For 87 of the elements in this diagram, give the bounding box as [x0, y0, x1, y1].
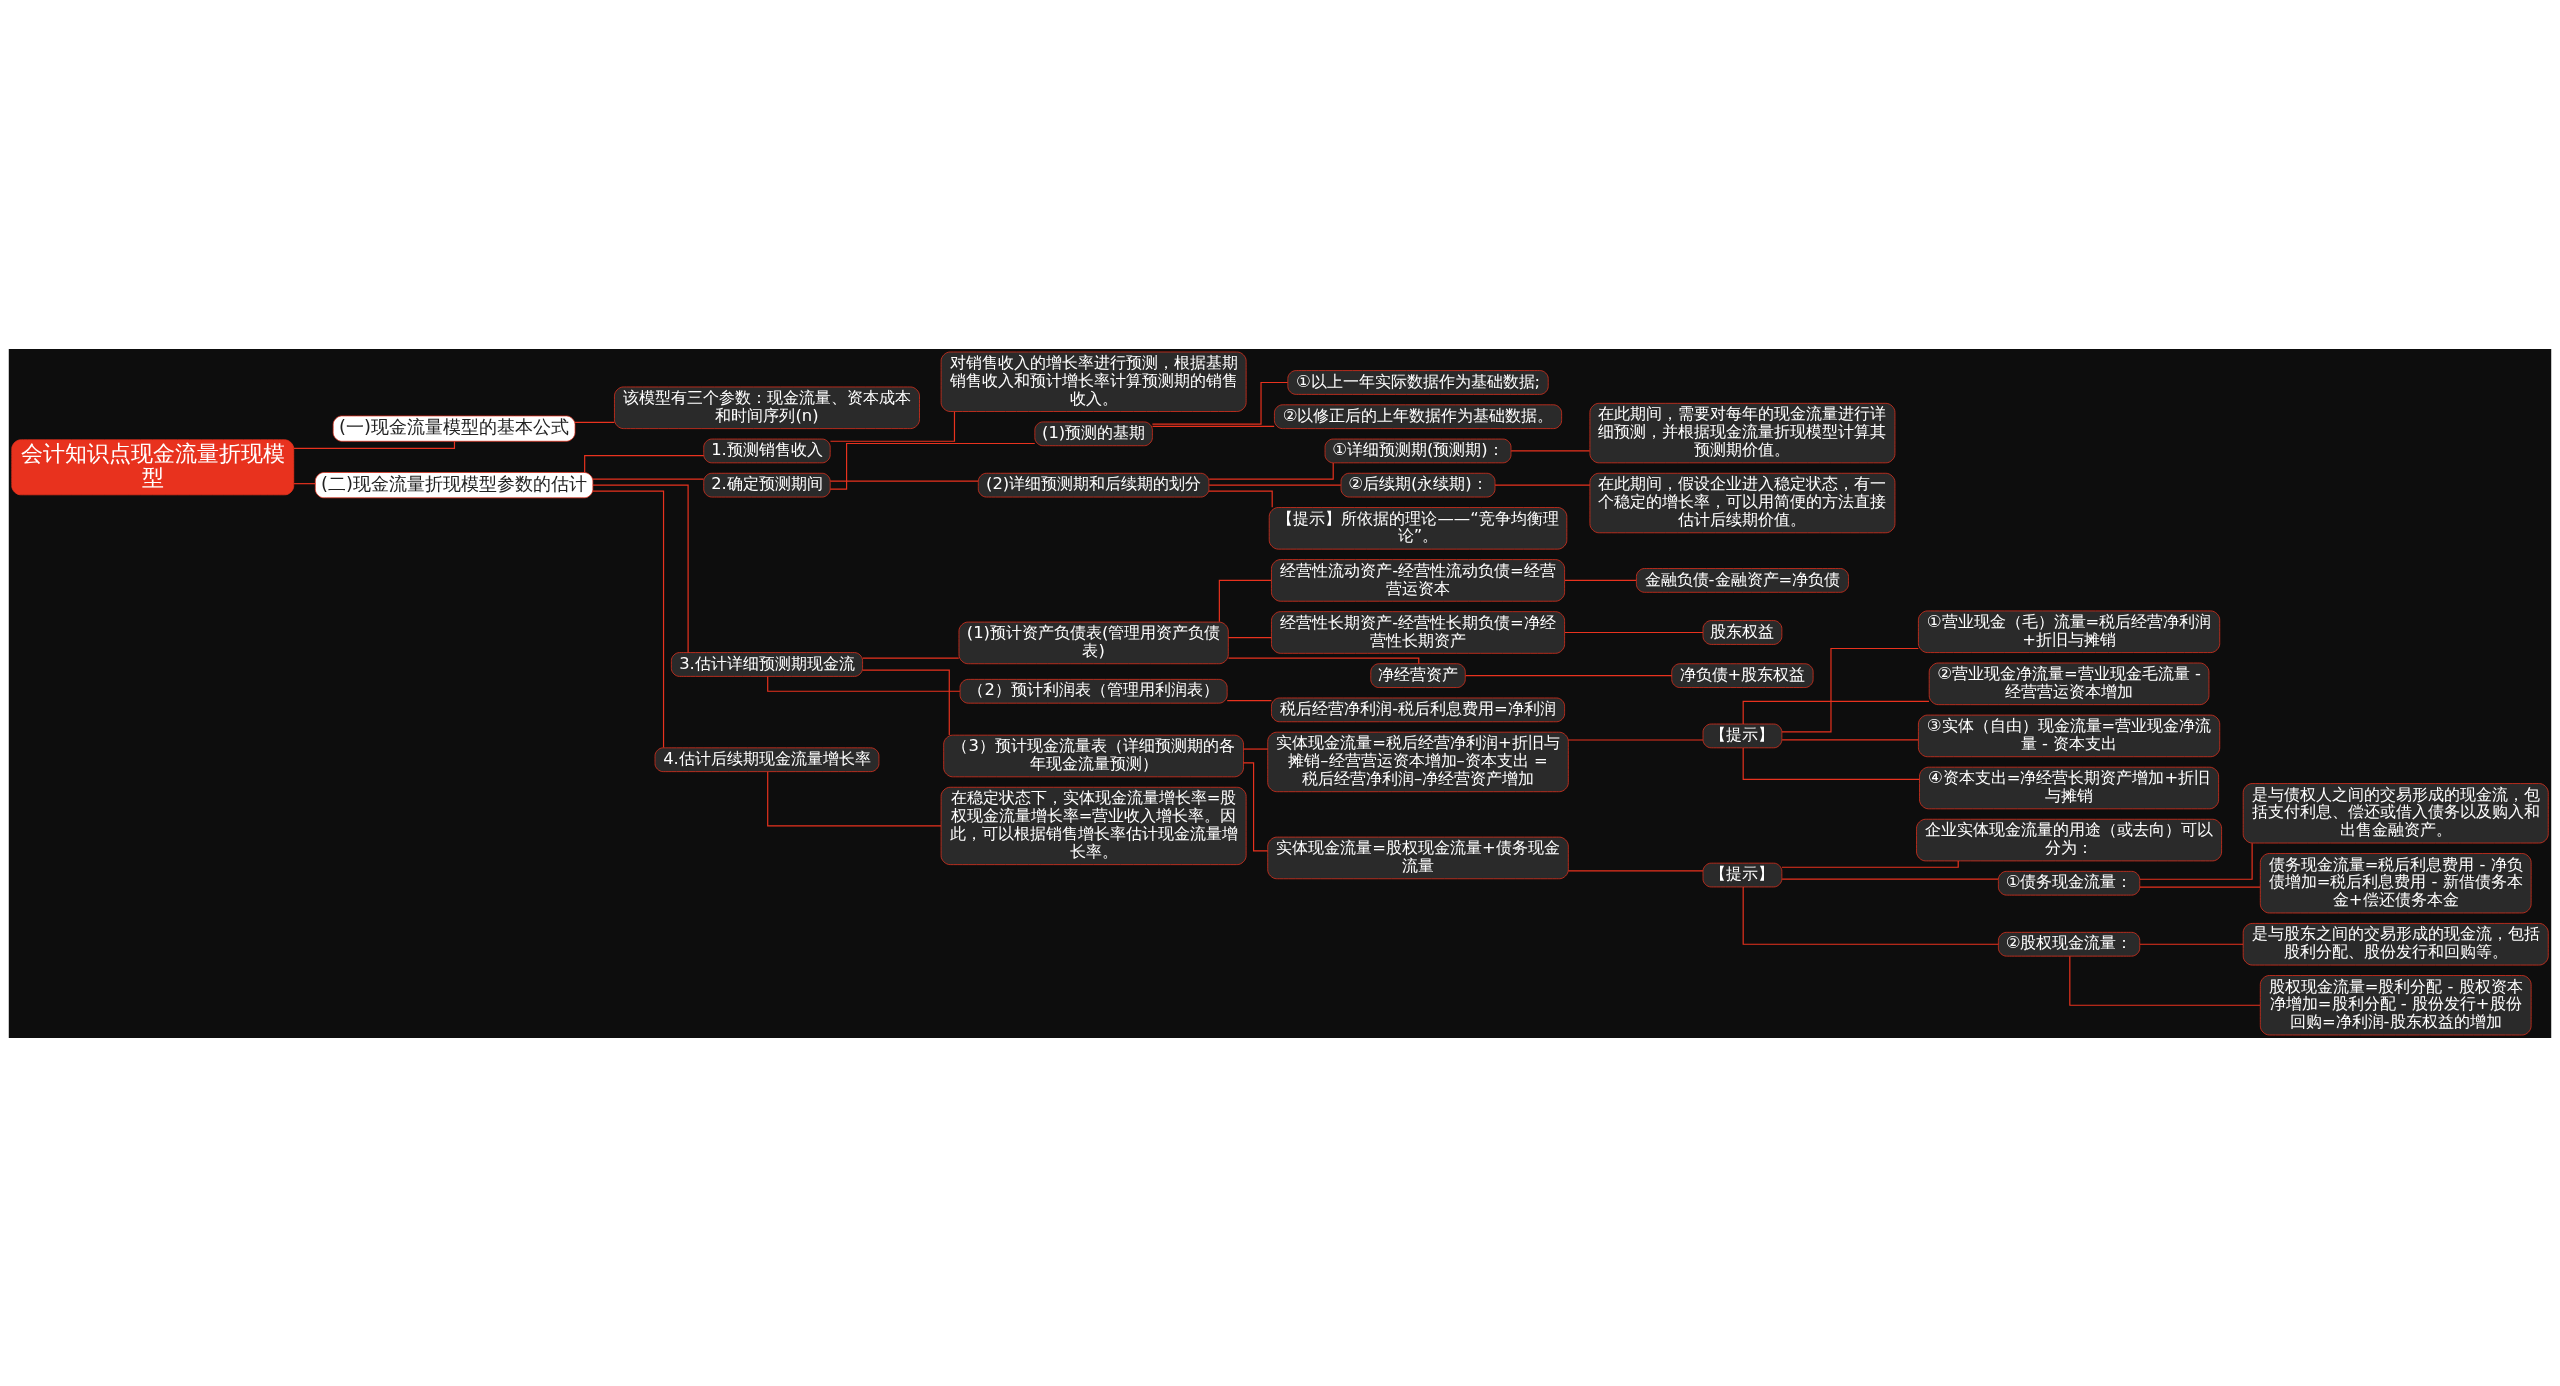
connector: [2139, 842, 2253, 880]
node-box: 实体现金流量=股权现金流量+债务现金流量: [1267, 836, 1569, 879]
node-box: 净负债+股东权益: [1671, 662, 1814, 688]
node-box: 2.确定预测期间: [703, 472, 831, 497]
node-box: （3）预计现金流量表（详细预测期的各年现金流量预测）: [943, 734, 1244, 777]
node-box: 净经营资产: [1370, 662, 1466, 688]
connector: [1208, 462, 1334, 480]
node-box: 对销售收入的增长率进行预测，根据基期销售收入和预计增长率计算预测期的销售收入。: [940, 351, 1247, 412]
node-box: ②以修正后的上年数据作为基础数据。: [1274, 403, 1562, 429]
node-box: （2）预计利润表（管理用利润表）: [959, 678, 1228, 704]
node-box: ④资本支出=净经营长期资产增加+折旧与摊销: [1919, 766, 2219, 809]
connector: [1781, 878, 1999, 880]
node-box: 经营性流动资产-经营性流动负债=经营营运资本: [1271, 558, 1565, 602]
node-box: 是与股东之间的交易形成的现金流，包括股利分配、股份发行和回购等。: [2242, 922, 2549, 965]
node-box: (一)现金流量模型的基本公式: [332, 415, 576, 442]
node-box: 会计知识点现金流量折现模型: [11, 438, 295, 495]
connector: [1742, 886, 1999, 945]
connector: [1742, 700, 1930, 725]
connector: [592, 484, 689, 653]
node-box: 【提示】: [1702, 723, 1783, 748]
node-box: 债务现金流量=税后利息费用 - 净负债增加=税后利息费用 - 新借债务本金+偿还债务本金: [2259, 852, 2532, 913]
connector: [1227, 657, 1420, 664]
connector: [1781, 647, 1919, 733]
node-box: 【提示】: [1702, 862, 1783, 887]
connector: [2139, 943, 2244, 945]
node-box: 股权现金流量=股利分配 - 股权资本净增加=股利分配 - 股份发行+股份回购=净利润-股东权益的增加: [2259, 974, 2532, 1035]
connector: [1227, 636, 1272, 638]
connector: [1742, 746, 1921, 780]
connector: [829, 410, 956, 442]
node-box: ①债务现金流量：: [1998, 870, 2141, 895]
connector: [1243, 761, 1269, 851]
node-box: ②营业现金净流量=营业现金毛流量 - 经营营运资本增加: [1928, 662, 2210, 705]
node-box: 3.估计详细预测期现金流: [671, 651, 863, 677]
node-box: 经营性长期资产-经营性长期负债=净经营性长期资产: [1271, 610, 1565, 654]
connector: [293, 440, 456, 449]
node-box: ①以上一年实际数据作为基础数据;: [1287, 369, 1549, 395]
connector: [592, 490, 665, 748]
connector: [829, 442, 1036, 490]
node-box: 4.估计后续期现金流量增长率: [654, 746, 880, 772]
connector: [1464, 674, 1673, 676]
node-box: ②股权现金流量：: [1998, 931, 2141, 956]
connector: [767, 770, 942, 827]
node-box: 该模型有三个参数：现金流量、资本成本和时间序列(n): [614, 386, 920, 429]
connector: [1567, 869, 1704, 872]
connector: [767, 675, 961, 692]
node-box: 税后经营净利润-税后利息费用=净利润: [1271, 697, 1565, 722]
node-box: 企业实体现金流量的用途（或去向）可以分为：: [1916, 818, 2222, 861]
node-box: 1.预测销售收入: [703, 438, 831, 463]
connector: [592, 478, 705, 480]
connector: [1781, 738, 1919, 740]
node-box: 在稳定状态下，实体现金流量增长率=股权现金流量增长率=营业收入增长率。因此，可以根据销售增长率估计现金流量增长率。: [940, 786, 1247, 865]
connector: [1243, 747, 1269, 750]
node-box: (1)预计资产负债表(管理用资产负债表): [958, 621, 1229, 664]
node-box: 在此期间，假设企业进入稳定状态，有一个稳定的增长率，可以用简便的方法直接估计后续期价值。: [1589, 472, 1896, 533]
connector: [2069, 955, 2261, 1006]
node-box: ①详细预测期(预测期)：: [1324, 438, 1512, 463]
connector: [1494, 484, 1591, 486]
connector: [584, 454, 705, 473]
node-box: 股东权益: [1702, 619, 1783, 645]
connector: [829, 480, 979, 482]
connector: [1226, 699, 1272, 701]
node-box: 是与债权人之间的交易形成的现金流，包括支付利息、偿还或借入债务以及购入和出售金融资产。: [2242, 782, 2549, 843]
node-box: ①营业现金（毛）流量=税后经营净利润+折旧与摊销: [1918, 610, 2221, 653]
connector: [1151, 381, 1289, 425]
node-box: (2)详细预测期和后续期的划分: [977, 472, 1210, 497]
connector: [1564, 631, 1704, 633]
connector: [1208, 484, 1342, 486]
node-box: 在此期间，需要对每年的现金流量进行详细预测，并根据现金流量折现模型计算其预测期价值。: [1589, 402, 1896, 463]
node-box: 实体现金流量=税后经营净利润+折旧与摊销–经营营运资本增加–资本支出 =税后经营净利润–净经营资产增加: [1267, 731, 1569, 792]
connector: [862, 668, 950, 736]
connector: [1567, 738, 1704, 741]
node-box: (1)预测的基期: [1034, 421, 1153, 446]
connector: [293, 482, 316, 484]
connector: [1208, 490, 1273, 508]
connector: [574, 421, 615, 423]
connector: [862, 657, 960, 659]
connector: [1510, 449, 1591, 452]
node-box: ③实体（自由）现金流量=营业现金净流量 - 资本支出: [1918, 714, 2221, 757]
connector: [1564, 579, 1637, 581]
node-box: 金融负债-金融资产=净负债: [1636, 567, 1849, 593]
connector: [1218, 579, 1272, 622]
node-box: ②后续期(永续期)：: [1340, 472, 1496, 497]
connector: [1781, 859, 1959, 868]
node-box: (二)现金流量折现模型参数的估计: [314, 471, 594, 498]
node-box: 【提示】所依据的理论——“竞争均衡理论”。: [1268, 506, 1568, 549]
connector: [2139, 886, 2261, 888]
connector: [1151, 425, 1275, 427]
